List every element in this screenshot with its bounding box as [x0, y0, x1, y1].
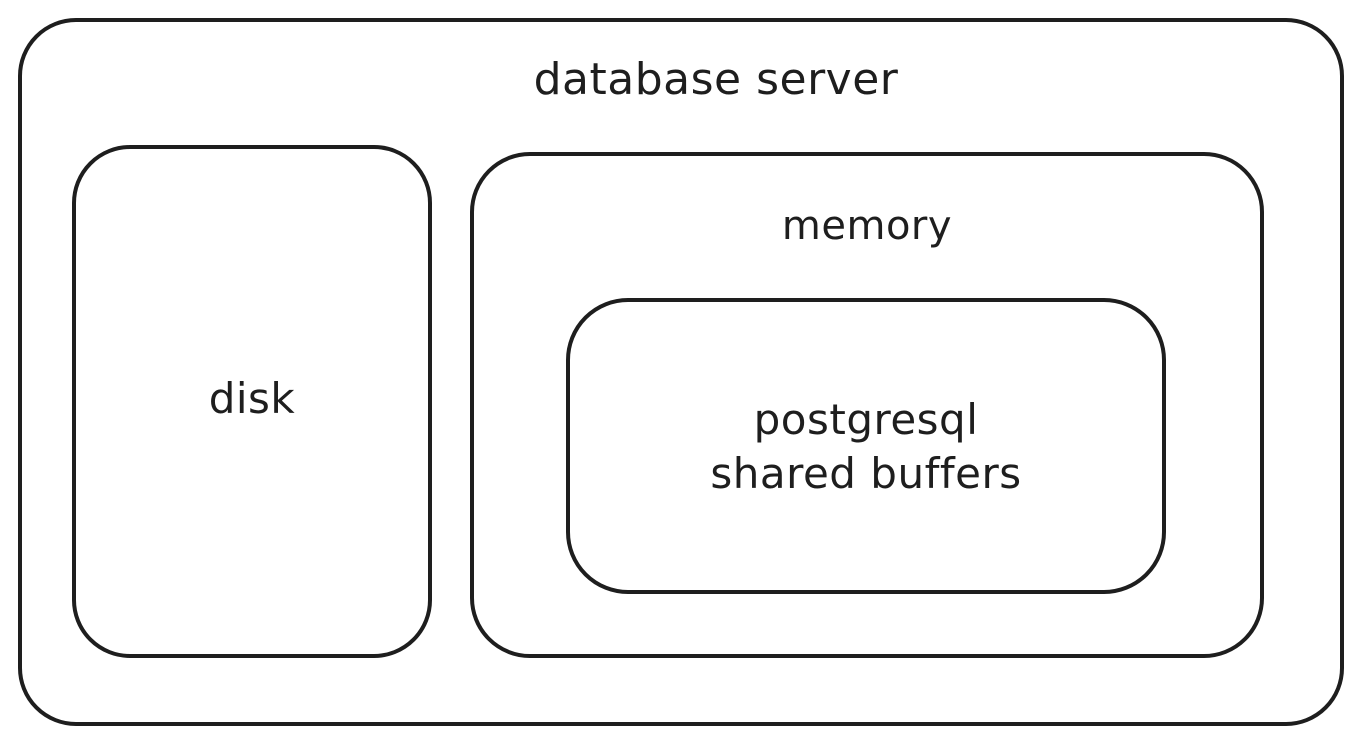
shared-buffers-box — [566, 298, 1166, 594]
disk-label: disk — [208, 374, 296, 423]
database-server-label: database server — [533, 54, 899, 105]
shared-buffers-label-line2: shared buffers — [710, 449, 1022, 498]
memory-label: memory — [781, 203, 953, 249]
shared-buffers-label: postgresql shared buffers — [566, 393, 1166, 501]
disk-box — [72, 145, 432, 658]
shared-buffers-label-line1: postgresql — [753, 395, 979, 444]
